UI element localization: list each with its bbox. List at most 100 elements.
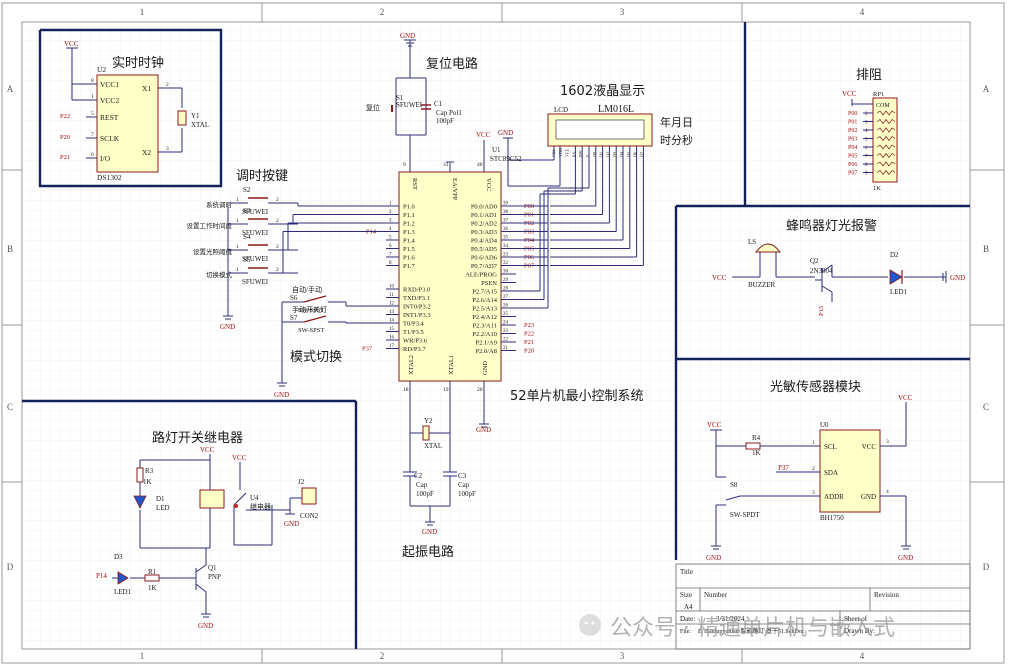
respack-pin-number: 6 [865,146,868,151]
resistor-zigzag [876,135,896,142]
mcu-pin: P1.5 [403,246,415,253]
mcu-pin: P0.2/AD2 [471,221,497,228]
mcu-pin: P1.7 [403,263,415,270]
mcu-pin: RST [411,178,418,190]
mcu-pin-number: 14 [389,319,395,324]
section-title-reset: 复位电路 [426,56,478,72]
mcu-pin-number: 18 [403,387,409,393]
sensor-pin: GND [861,493,876,501]
size-value: A4 [684,603,693,611]
rtc-pin-number: 3 [166,146,169,152]
key-pin-number: 2 [276,267,279,273]
mcu-net: P20 [524,348,534,355]
lcd-vcc-label: VCC [476,131,491,139]
relay-led-part: LED [156,504,170,512]
buzzer-vcc-label: VCC [712,274,727,282]
mcu-pin: VCC [485,178,492,191]
column-label: 2 [380,7,385,17]
number-label: Number [704,591,728,599]
relay-led3-part: LED1 [114,588,132,596]
rtc-part: DS1302 [97,173,122,182]
rtc-crystal [177,110,187,126]
size-label: Size [680,591,692,599]
section-title-rtc: 实时时钟 [112,55,164,71]
section-title-mcu: 52单片机最小控制系统 [510,389,644,404]
mcu-pin-number: 11 [389,293,394,298]
lcd-pin: D5 [626,152,631,157]
mcu-pin: INT0/P3.2 [403,304,431,311]
osc-crystal-ref: Y2 [424,417,433,425]
respack-value: 1K [873,185,881,192]
lcd-part: LM016L [598,104,634,115]
mode-switch-type: SW-SPST [298,327,324,334]
mode-function-label: 手动开关灯 [292,305,327,314]
section-title-mode: 模式切换 [290,350,342,365]
rtc-vcc-label: VCC [64,40,79,48]
osc-c2-ref: C2 [414,472,423,480]
relay-vcc1: VCC [200,446,215,454]
column-label: 1 [140,7,145,17]
sensor-pin-number: 4 [886,489,889,495]
sensor-gnd1: GND [706,554,721,562]
respack-pin-number: 7 [865,155,868,160]
rtc-pin-number: 8 [91,78,94,84]
lcd-pin: VEE [565,148,570,157]
mcu-pin-number: 20 [477,387,483,393]
mcu-pin-number: 29 [503,278,509,283]
mcu-pin: P2.7/A15 [472,289,497,296]
key-function-label: 系统调时 [206,200,233,209]
date-label: Date: [680,615,695,623]
mcu-net: P23 [524,322,534,329]
mcu-pin: P0.1/AD1 [471,212,497,219]
relay-connector [301,487,317,505]
mcu-pin-number: 38 [503,210,509,215]
osc-c3-ref: C3 [458,472,467,480]
osc-gnd: GND [422,528,437,536]
resistor-zigzag [876,127,896,133]
respack-pin-number: 5 [865,138,868,143]
mcu-pin: RXD/P3.0 [403,287,430,294]
mcu-pin: P2.4/A12 [472,314,497,321]
reset-switch-ref: S1 [396,94,404,102]
file-value: E:\Baidupyunlan\智能路灯\基于51.SchDoc [698,627,805,635]
status-led-icon [117,571,129,585]
respack-vcc-label: VCC [842,90,857,98]
respack-ref: RP1 [873,91,884,98]
row-label: C [983,402,989,412]
section-title-relay: 路灯开关继电器 [152,430,243,446]
key-ref: S4 [243,233,251,241]
relay-gnd: GND [284,520,299,528]
mcu-net: P22 [524,331,534,338]
buzzer-alarm: 蜂鸣器灯光报警 LS BUZZER VCC Q2 2N3904 P15 D2 L… [712,218,965,316]
row-label: B [983,244,989,254]
lcd-pin: D6 [633,152,638,157]
relay-coil [199,489,225,509]
mcu-ref: U1 [492,146,501,154]
resistor-zigzag [876,110,896,116]
key-type: SFUWEI [242,208,269,216]
lcd-ref: LCD [554,106,568,114]
respack-net: P04 [848,145,857,151]
rtc-crystal-type: XTAL [191,121,209,129]
relay-circuit: 路灯开关继电器 VCC VCC R3 1K D1 LED U4 继电器 J2 G… [96,430,319,630]
column-label: 1 [140,651,145,661]
lcd-pin: RW [578,150,583,157]
lcd-screen [555,119,645,140]
section-title-respack: 排阻 [856,68,882,83]
osc-crystal-part: XTAL [424,442,442,450]
rtc-pin-number: 2 [166,82,169,88]
mcu-pin: XTAL1 [448,355,455,375]
key-type: SFUWEI [242,229,269,237]
mcu-pin-number: 9 [403,162,406,168]
relay-net: P14 [96,572,107,580]
mcu-gnd: GND [476,426,491,434]
rtc-pin-number: 5 [91,111,94,117]
respack-body [872,97,898,183]
rtc-pin-number: 1 [91,94,94,100]
key-type: SFUWEI [242,255,269,263]
rtc-pin: VCC1 [100,80,119,89]
